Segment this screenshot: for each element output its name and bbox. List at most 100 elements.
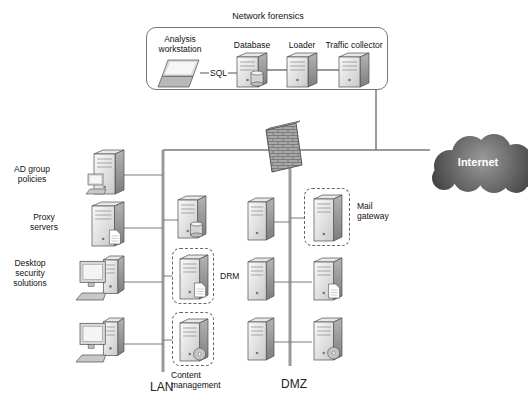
drive-slot	[95, 211, 111, 212]
node-label: Internet	[438, 156, 518, 169]
power-button	[323, 233, 326, 236]
node-label: AD group policies	[4, 164, 60, 184]
document-line	[331, 295, 338, 296]
unlabeled-device	[248, 258, 274, 300]
node-label: Proxy servers	[20, 212, 68, 232]
drive-slot	[183, 332, 197, 333]
cloud-lobe	[503, 167, 528, 193]
device-wire	[272, 282, 290, 283]
drive-slot	[97, 163, 112, 164]
server-front	[248, 262, 266, 300]
document-symbol	[195, 283, 206, 297]
server-front	[314, 199, 334, 241]
drive-slot	[183, 336, 197, 337]
power-button	[109, 285, 112, 288]
internet-cloud: Internet	[428, 132, 528, 194]
icon-graphic	[173, 313, 215, 367]
server-front	[287, 57, 308, 87]
unlabeled-device	[178, 196, 206, 238]
document-line	[197, 289, 204, 290]
icon-graphic	[78, 256, 124, 300]
disk-cylinder	[191, 222, 203, 226]
disc-hole	[198, 353, 201, 356]
unlabeled-device	[76, 318, 124, 362]
node-label: Traffic collector	[314, 40, 394, 50]
cloud-lobe	[432, 166, 456, 190]
power-button	[102, 238, 105, 241]
power-button	[296, 79, 299, 82]
collector-wire	[375, 90, 377, 150]
drive-slot	[181, 209, 195, 210]
drive-slot	[251, 215, 263, 216]
icon-graphic	[92, 150, 124, 194]
drive-slot	[317, 204, 331, 205]
keyboard-symbol	[86, 189, 106, 194]
power-button	[256, 352, 259, 355]
network-link	[317, 69, 339, 70]
drive-slot	[290, 66, 305, 67]
document-line	[111, 241, 118, 242]
drive-slot	[106, 327, 114, 328]
node-label: Loader	[272, 40, 332, 50]
drive-slot	[106, 335, 114, 336]
analysis-workstation: Analysis workstation	[158, 59, 200, 87]
power-button	[246, 79, 249, 82]
drive-slot	[317, 208, 331, 209]
server-side	[266, 318, 274, 360]
forensics-group: Network forensicsAnalysis workstationDat…	[146, 27, 388, 90]
laptop-base	[158, 76, 193, 87]
device-wire	[124, 282, 163, 283]
server-side	[118, 318, 124, 355]
device-wire	[124, 175, 163, 176]
drive-slot	[183, 272, 197, 273]
traffic-collector: Traffic collector	[339, 53, 369, 87]
drive-slot	[317, 267, 331, 268]
desktop-pc: Desktop security solutions	[78, 256, 124, 300]
link-label: SQL	[209, 68, 228, 78]
device-icon	[432, 134, 528, 193]
device-wire	[163, 220, 180, 221]
ad-server: AD group policies	[92, 150, 124, 194]
power-button	[323, 292, 326, 295]
server-side	[118, 256, 124, 293]
drive-slot	[251, 267, 263, 268]
server-front	[339, 57, 360, 87]
monitor-frame	[80, 261, 105, 282]
monitor-stand	[88, 344, 94, 348]
power-button	[256, 232, 259, 235]
network-link	[267, 69, 287, 70]
database-server: Database	[237, 53, 267, 87]
icon-graphic	[287, 53, 317, 87]
drive-slot	[317, 275, 331, 276]
device-wire	[290, 218, 304, 219]
icon-graphic	[339, 53, 369, 87]
laptop-screen	[165, 62, 196, 74]
device-wire	[124, 228, 163, 229]
keyboard-symbol	[76, 355, 106, 362]
server-side	[308, 53, 317, 87]
laptop-lid	[162, 60, 199, 76]
dmz-bus	[289, 166, 292, 366]
device-wire	[272, 222, 290, 223]
server-side	[266, 258, 274, 300]
drm-server: DRM	[172, 248, 214, 304]
content-server: Content management	[172, 312, 214, 366]
node-label: Content management	[171, 370, 231, 390]
drive-slot	[240, 62, 255, 63]
monitor-screen	[83, 264, 102, 279]
server-side	[360, 53, 369, 87]
server-side	[266, 198, 274, 240]
internet-wire	[298, 149, 430, 151]
firewall-wall	[266, 123, 302, 172]
drive-slot	[342, 66, 357, 67]
disc-symbol	[328, 347, 340, 359]
node-label: Analysis workstation	[156, 34, 204, 54]
device-icon	[180, 255, 208, 299]
device-icon	[314, 195, 342, 241]
zone-label: LAN	[150, 380, 173, 394]
mail-gateway: Mail gateway	[304, 188, 350, 246]
drive-slot	[106, 273, 114, 274]
icon-graphic	[305, 189, 351, 247]
drive-slot	[106, 269, 114, 270]
